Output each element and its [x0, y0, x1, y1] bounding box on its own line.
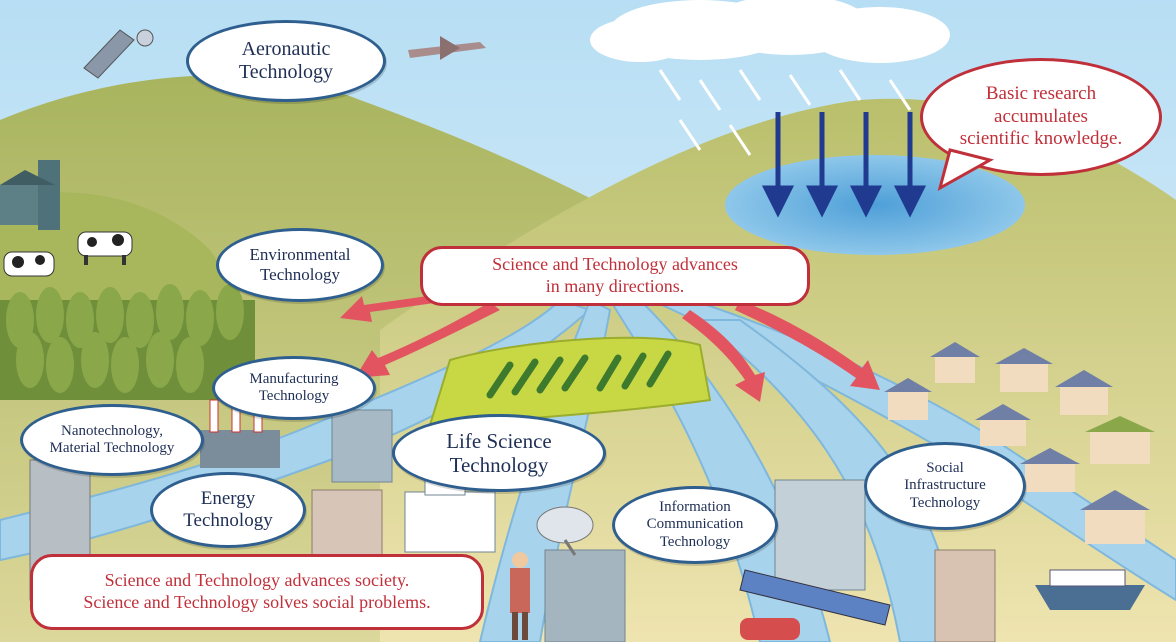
social-infrastructure-technology-bubble: Social Infrastructure Technology — [864, 442, 1026, 530]
knowledge-arrows — [761, 112, 927, 218]
satellite-dish-icon — [536, 506, 594, 556]
nanotechnology-bubble: Nanotechnology, Material Technology — [20, 404, 204, 476]
satellite-icon — [83, 29, 154, 79]
information-communication-technology-label: Information Communication Technology — [646, 499, 744, 550]
lake — [725, 155, 1025, 255]
information-communication-technology-bubble: Information Communication Technology — [612, 486, 778, 564]
house-icon — [884, 342, 1155, 544]
basic-research-callout: Basic research accumulates scientific kn… — [920, 58, 1162, 176]
ship-icon — [1035, 569, 1145, 610]
train-icon — [739, 569, 891, 626]
building-icon — [29, 409, 996, 642]
life-science-technology-bubble: Life Science Technology — [392, 414, 606, 492]
rain-icon — [658, 69, 912, 156]
car-icon — [740, 618, 800, 640]
manufacturing-technology-bubble: Manufacturing Technology — [212, 356, 376, 420]
forest-icon — [0, 284, 255, 400]
basic-research-text: Basic research accumulates scientific kn… — [959, 82, 1123, 150]
airplane-icon — [408, 36, 486, 60]
energy-technology-bubble: Energy Technology — [150, 472, 306, 548]
manufacturing-technology-label: Manufacturing Technology — [249, 370, 339, 404]
advances-directions-text: Science and Technology advances in many … — [492, 254, 738, 296]
aeronautic-technology-label: Aeronautic Technology — [238, 38, 334, 83]
advances-society-text: Science and Technology advances society.… — [83, 570, 431, 612]
nanotechnology-label: Nanotechnology, Material Technology — [49, 422, 175, 456]
person-icon — [510, 552, 530, 640]
aeronautic-technology-bubble: Aeronautic Technology — [186, 20, 386, 102]
rice-field-icon — [428, 336, 712, 427]
barn-icon — [0, 160, 60, 230]
cow-icon — [3, 231, 133, 277]
advances-society-callout: Science and Technology advances society.… — [30, 554, 484, 630]
advances-directions-callout: Science and Technology advances in many … — [420, 246, 810, 306]
social-infrastructure-technology-label: Social Infrastructure Technology — [904, 460, 986, 511]
cloud-icon — [590, 0, 950, 63]
energy-technology-label: Energy Technology — [183, 488, 273, 531]
environmental-technology-bubble: Environmental Technology — [216, 228, 384, 302]
environmental-technology-label: Environmental Technology — [249, 245, 351, 284]
life-science-technology-label: Life Science Technology — [446, 428, 552, 477]
